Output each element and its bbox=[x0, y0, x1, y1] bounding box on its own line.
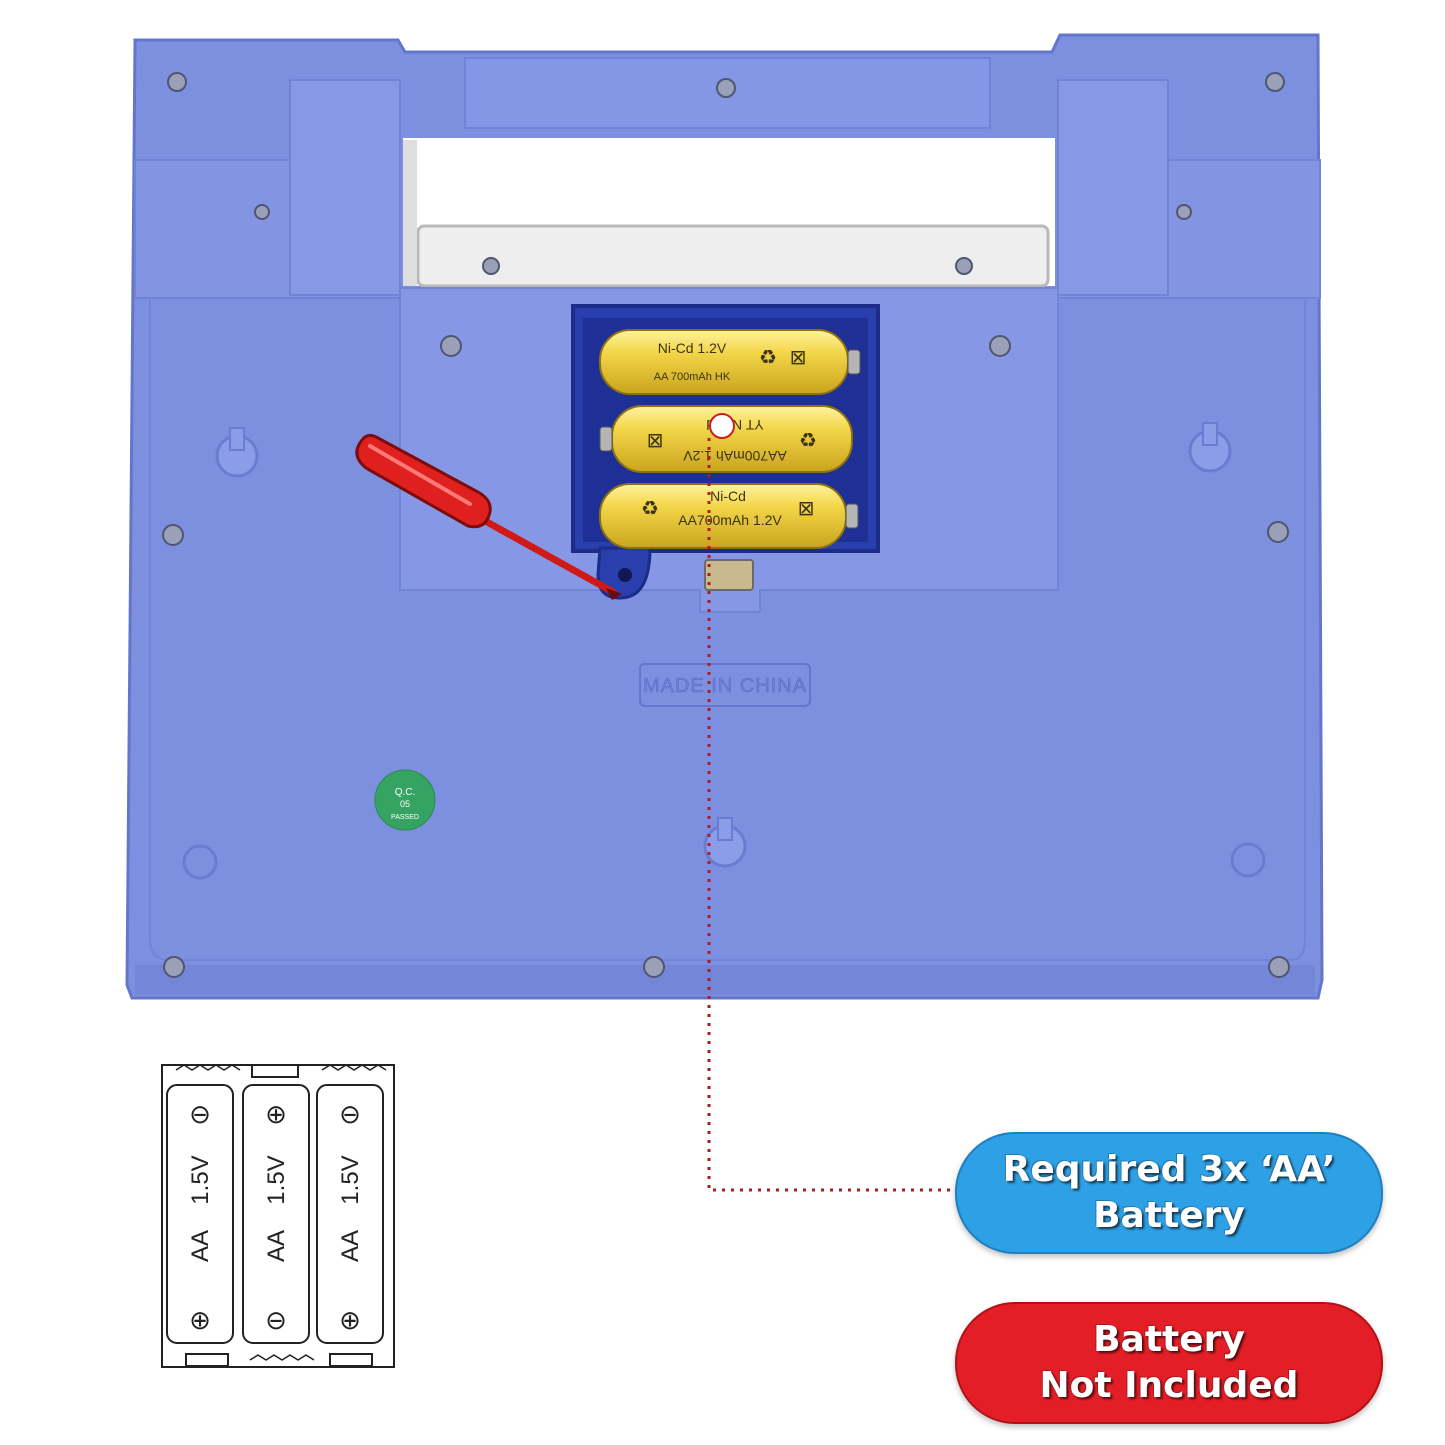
battery-compartment: Ni-Cd 1.2V AA 700mAh HK ♻ ⊠ AA700mAh 1.2… bbox=[571, 304, 880, 600]
screw bbox=[716, 78, 736, 98]
holder-cell-1-voltage: 1.5V bbox=[187, 1155, 214, 1204]
screw bbox=[482, 257, 500, 275]
holder-cell: ⊖ ⊕ 1.5V AA bbox=[166, 1084, 234, 1344]
required-battery-line1: Required 3x ‘AA’ bbox=[1002, 1149, 1336, 1190]
holder-cell-2-size: AA bbox=[263, 1230, 290, 1262]
screw bbox=[254, 204, 270, 220]
battery-holder-diagram: ⊖ ⊕ 1.5V AA ⊕ ⊖ 1.5V AA ⊖ ⊕ 1.5V AA bbox=[161, 1064, 395, 1368]
screwdriver-icon bbox=[355, 433, 622, 600]
battery-cell: Ni-Cd 1.2V AA 700mAh HK ♻ ⊠ bbox=[599, 329, 861, 395]
battery-3-line2: AA700mAh 1.2V bbox=[678, 512, 782, 528]
holder-cell: ⊖ ⊕ 1.5V AA bbox=[316, 1084, 384, 1344]
recycle-icon: ♻ bbox=[799, 428, 817, 452]
screw bbox=[643, 956, 665, 978]
battery-cell: Ni-Cd AA700mAh 1.2V ♻ ⊠ bbox=[599, 483, 859, 549]
plus-icon: ⊕ bbox=[339, 1306, 361, 1336]
minus-icon: ⊖ bbox=[265, 1306, 287, 1336]
holder-cell-2-voltage: 1.5V bbox=[263, 1155, 290, 1204]
latch-tab bbox=[704, 559, 754, 591]
hanger-left bbox=[215, 427, 259, 478]
origin-stamp: MADE IN CHINA bbox=[643, 675, 807, 697]
battery-1-line2: AA 700mAh HK bbox=[654, 371, 731, 383]
battery-not-included-callout: Battery Not Included bbox=[955, 1302, 1383, 1424]
battery-3-line1: Ni-Cd bbox=[710, 488, 746, 504]
screw bbox=[1268, 956, 1290, 978]
battery-2-line1: AA700mAh 1.2V bbox=[683, 448, 787, 464]
screw bbox=[167, 72, 187, 92]
qc-sticker: Q.C. 05 PASSED bbox=[374, 769, 436, 831]
holder-cell-1-size: AA bbox=[187, 1230, 214, 1262]
plus-icon: ⊕ bbox=[189, 1306, 211, 1336]
callout-anchor-dot bbox=[709, 413, 735, 439]
holder-cell: ⊕ ⊖ 1.5V AA bbox=[242, 1084, 310, 1344]
recycle-icon: ♻ bbox=[641, 496, 659, 520]
screw bbox=[1265, 72, 1285, 92]
holder-cell-3-voltage: 1.5V bbox=[337, 1155, 364, 1204]
screw bbox=[989, 335, 1011, 357]
minus-icon: ⊖ bbox=[339, 1100, 361, 1130]
callout-connector bbox=[707, 413, 955, 1192]
screw bbox=[1176, 204, 1192, 220]
required-battery-callout: Required 3x ‘AA’ Battery bbox=[955, 1132, 1383, 1254]
origin-stamp-plate bbox=[639, 663, 811, 707]
minus-icon: ⊖ bbox=[189, 1100, 211, 1130]
screw bbox=[440, 335, 462, 357]
qc-sticker-line2: 05 bbox=[400, 799, 410, 809]
screw bbox=[1267, 521, 1289, 543]
compartment-screw-hole bbox=[618, 568, 632, 582]
qc-sticker-line3: PASSED bbox=[391, 814, 419, 821]
no-bin-icon: ⊠ bbox=[790, 345, 807, 369]
hanger-bottom bbox=[703, 817, 747, 868]
not-included-line2: Not Included bbox=[1039, 1365, 1299, 1406]
battery-1-line1: Ni-Cd 1.2V bbox=[658, 340, 727, 356]
screw bbox=[955, 257, 973, 275]
qc-sticker-line1: Q.C. bbox=[395, 787, 416, 798]
no-bin-icon: ⊠ bbox=[647, 428, 664, 452]
screw bbox=[162, 524, 184, 546]
hanger-right bbox=[1188, 422, 1232, 473]
plus-icon: ⊕ bbox=[265, 1100, 287, 1130]
rubber-foot bbox=[182, 844, 218, 880]
recycle-icon: ♻ bbox=[759, 345, 777, 369]
rubber-foot bbox=[1230, 842, 1266, 878]
not-included-line1: Battery bbox=[1093, 1319, 1245, 1360]
no-bin-icon: ⊠ bbox=[798, 496, 815, 520]
holder-cell-3-size: AA bbox=[337, 1230, 364, 1262]
screw bbox=[163, 956, 185, 978]
required-battery-line2: Battery bbox=[1093, 1195, 1245, 1236]
